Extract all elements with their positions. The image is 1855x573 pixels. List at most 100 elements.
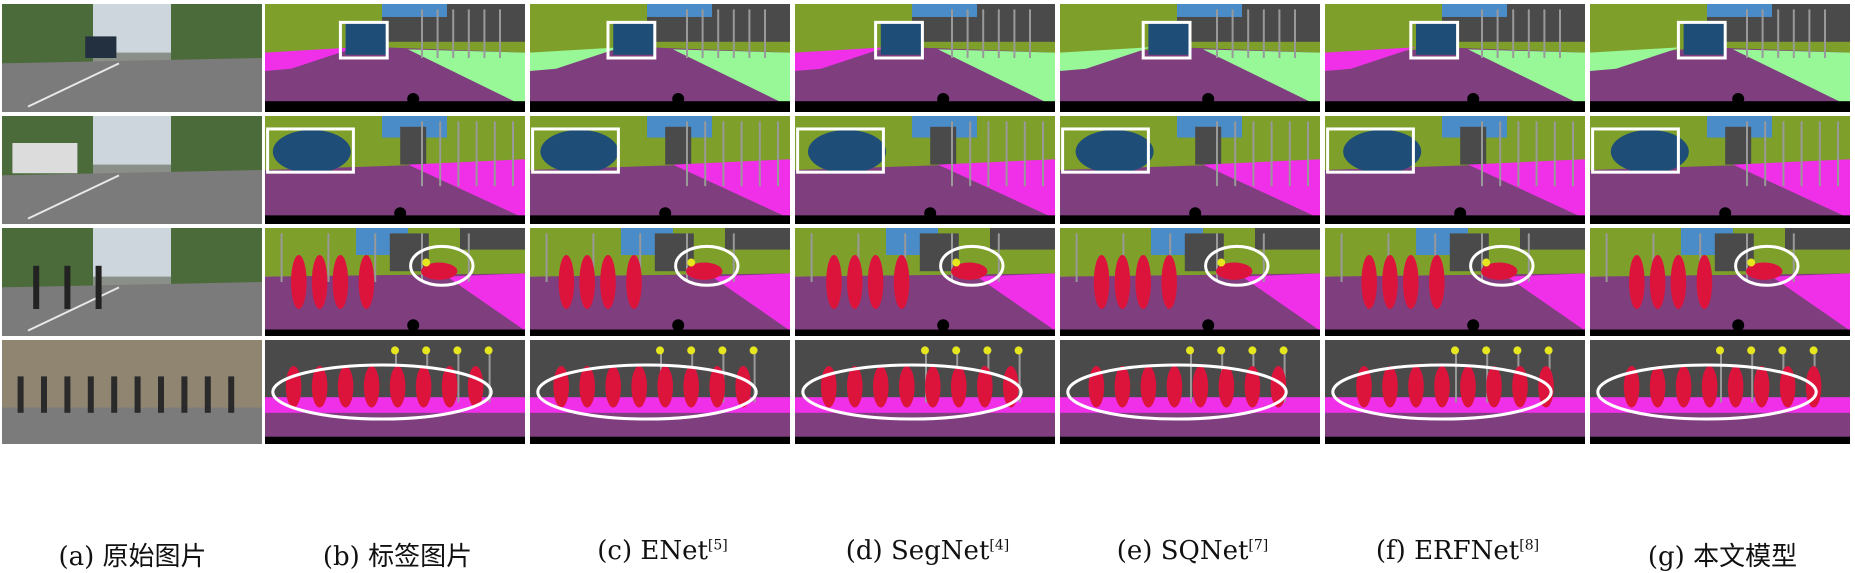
sign-mark (422, 346, 431, 355)
sign-mark (718, 346, 727, 355)
sign-mark (1279, 346, 1288, 355)
photo-person (87, 376, 94, 413)
person-region (389, 366, 406, 408)
pole-mark (1512, 9, 1515, 58)
photo-trees (171, 4, 262, 64)
pole-mark (1824, 9, 1826, 58)
ego-vehicle-region (1325, 101, 1585, 112)
person-region (626, 255, 642, 309)
sign-mark (1809, 346, 1818, 355)
sqnet-result-cell (1060, 4, 1320, 112)
person-region (1135, 255, 1151, 309)
ego-vehicle-region (1719, 207, 1732, 220)
photo-person (95, 265, 102, 309)
photo-trees (171, 116, 262, 176)
enet-result-image (530, 228, 790, 336)
car-region (613, 22, 655, 55)
pole-mark (1455, 350, 1457, 403)
ego-vehicle-region (795, 329, 1055, 336)
proposed-result-image (1590, 116, 1850, 224)
terrain-region (938, 49, 1055, 107)
pole-mark (1486, 350, 1489, 403)
person-region (1003, 366, 1019, 408)
caption-segnet: (d) SegNet[4] (845, 536, 1010, 566)
label-image-image (265, 116, 525, 224)
road-region (265, 273, 525, 336)
building-region (1520, 228, 1585, 250)
person-region (1114, 255, 1131, 309)
erfnet-result-cell (1325, 228, 1585, 336)
label-image-cell (265, 228, 525, 336)
pole-mark (421, 9, 423, 58)
ego-vehicle-region (1325, 215, 1585, 224)
pole-mark (1262, 9, 1265, 58)
sign-mark (453, 346, 462, 355)
person-region (600, 255, 616, 309)
pole-mark (1190, 350, 1192, 403)
person-region (1670, 255, 1687, 309)
photo-lane-marking (27, 174, 120, 220)
caption-label-image: (b) 标签图片 (322, 542, 473, 572)
sky-region (647, 4, 712, 17)
ego-vehicle-region (265, 329, 525, 336)
pole-mark (717, 9, 720, 58)
person-region (311, 366, 328, 408)
ego-vehicle-region (1060, 436, 1320, 444)
sqnet-result-image (1060, 116, 1320, 224)
pole-mark (1572, 121, 1574, 187)
pole-mark (1013, 9, 1016, 58)
sign-mark (1482, 346, 1491, 355)
pole-mark (1699, 233, 1702, 282)
pole-mark (704, 121, 707, 187)
pole-mark (1247, 9, 1250, 58)
person-region (1512, 366, 1528, 408)
caption-original-image: (a) 原始图片 (58, 542, 207, 572)
sqnet-result-image (1060, 4, 1320, 112)
pole-mark (753, 350, 756, 403)
original-image-cell (2, 4, 262, 112)
person-region (1166, 366, 1183, 408)
pole-mark (1792, 9, 1795, 58)
pole-mark (925, 350, 927, 403)
pole-mark (722, 121, 725, 187)
photo-road (2, 170, 262, 224)
pole-mark (686, 233, 688, 282)
label-image-image (265, 4, 525, 112)
person-region (1356, 366, 1372, 408)
pole-mark (951, 233, 953, 282)
pole-mark (748, 9, 751, 58)
original-image-image (2, 116, 262, 224)
ego-vehicle-region (1732, 319, 1745, 332)
pole-mark (1018, 350, 1021, 403)
ego-vehicle-region (1202, 319, 1215, 332)
person-region (1753, 366, 1770, 408)
highlight-box (1409, 20, 1460, 60)
erfnet-result-image (1325, 340, 1585, 444)
pole-mark (1496, 9, 1499, 58)
person-region (1434, 366, 1450, 408)
sign-mark (1778, 346, 1787, 355)
pole-mark (545, 233, 548, 282)
person-region (1701, 366, 1718, 408)
sign-mark (1217, 346, 1226, 355)
ego-vehicle-region (1467, 319, 1480, 332)
ego-vehicle-region (1202, 93, 1215, 106)
pole-mark (1231, 9, 1234, 58)
enet-result-cell (530, 4, 790, 112)
pole-mark (592, 233, 595, 282)
car-region (345, 22, 388, 55)
sidewalk-region (530, 397, 790, 413)
pole-mark (374, 233, 377, 282)
person-region (558, 255, 575, 309)
highlight-box (1591, 127, 1680, 174)
sign-mark (1747, 258, 1756, 267)
sky-region (1442, 4, 1507, 17)
person-region (332, 255, 349, 309)
pole-mark (1023, 121, 1026, 187)
photo-road (2, 58, 262, 112)
photo-trees (171, 228, 262, 288)
person-region (1403, 255, 1419, 309)
person-region (415, 366, 432, 408)
pole-mark (1782, 121, 1785, 187)
ego-vehicle-region (795, 215, 1055, 224)
